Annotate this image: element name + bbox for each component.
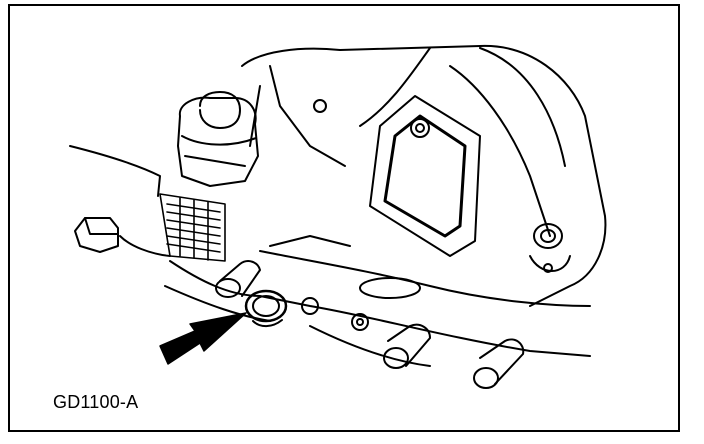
round-holes [301, 297, 369, 331]
indicator-arrow [159, 312, 247, 365]
right-boss [529, 223, 571, 273]
target-port [244, 289, 288, 328]
figure-frame: GD1100-A [8, 4, 680, 432]
left-tab [69, 145, 171, 257]
bracket-window [369, 95, 481, 257]
cylinder-plug-center [383, 323, 431, 369]
cylinder-plug-right [473, 338, 525, 389]
figure-code: GD1100-A [53, 392, 139, 412]
small-plug [215, 260, 261, 298]
technical-illustration [69, 44, 607, 389]
ribbed-connector [159, 193, 226, 262]
sensor-block [177, 91, 259, 187]
manifold-body [164, 235, 591, 367]
